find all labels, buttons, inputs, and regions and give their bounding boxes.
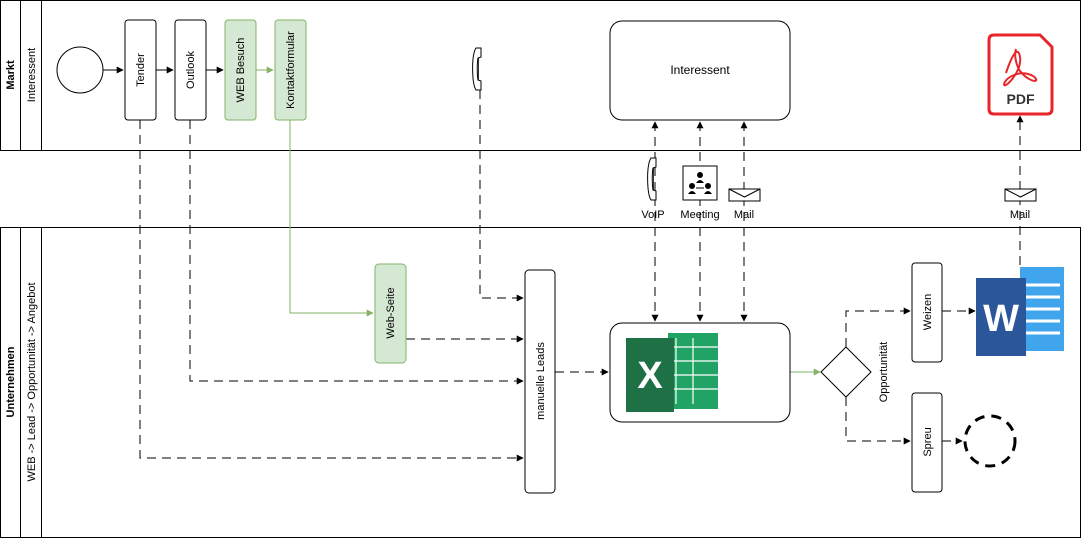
- task-outlook-label: Outlook: [185, 51, 197, 89]
- voip-label: VoIP: [641, 209, 664, 221]
- edge-kontakt-webseite: [289, 120, 374, 317]
- gateway-opportunitaet-label: Opportunität: [878, 342, 890, 403]
- meeting-label: Meeting: [680, 209, 719, 221]
- task-web-seite-label: Web-Seite: [385, 287, 397, 338]
- mail-icon-1: [728, 188, 761, 202]
- task-outlook[interactable]: Outlook: [174, 19, 207, 121]
- word-icon: W: [976, 267, 1064, 356]
- excel-box[interactable]: X: [609, 322, 791, 423]
- interessent-label: Interessent: [670, 63, 730, 77]
- mail-icon-2: [1004, 188, 1037, 202]
- task-tender-label: Tender: [135, 53, 147, 87]
- task-manuelle-leads[interactable]: manuelle Leads: [524, 269, 556, 494]
- edge-tender-leads: [139, 120, 524, 462]
- voip-phone-icon: [647, 157, 657, 201]
- lane-title-web-lead-angebot: WEB -> Lead -> Opportunität -> Angebot: [26, 282, 38, 481]
- end-event: [963, 414, 1017, 468]
- mail-label-2: Mail: [1010, 209, 1030, 221]
- pdf-label: PDF: [1007, 91, 1035, 107]
- edge-outlook-leads: [189, 120, 524, 385]
- task-spreu[interactable]: Spreu: [911, 392, 943, 493]
- task-kontaktformular[interactable]: Kontaktformular: [274, 19, 307, 121]
- edge-gateway-weizen: [845, 307, 911, 347]
- excel-icon: X: [626, 333, 718, 412]
- lane-title-interessent: Interessent: [26, 48, 38, 102]
- edges: [103, 66, 1024, 462]
- task-web-seite[interactable]: Web-Seite: [374, 263, 407, 364]
- task-manuelle-leads-label: manuelle Leads: [535, 342, 547, 420]
- pool-title-markt: Markt: [5, 60, 17, 90]
- task-weizen[interactable]: Weizen: [911, 262, 943, 363]
- word-letter: W: [983, 298, 1019, 340]
- start-event: [56, 46, 104, 94]
- task-spreu-label: Spreu: [922, 427, 934, 456]
- task-weizen-label: Weizen: [922, 294, 934, 330]
- pdf-icon: PDF: [987, 33, 1054, 116]
- pool-title-unternehmen: Unternehmen: [5, 346, 17, 417]
- mail-label-1: Mail: [734, 209, 754, 221]
- excel-letter: X: [637, 355, 663, 397]
- task-kontaktformular-label: Kontaktformular: [285, 31, 297, 109]
- meeting-icon: [682, 165, 718, 201]
- task-web-besuch-label: WEB Besuch: [235, 38, 247, 103]
- task-web-besuch[interactable]: WEB Besuch: [224, 19, 257, 121]
- interessent-box[interactable]: Interessent: [609, 20, 791, 121]
- phone-icon: [472, 47, 482, 91]
- gateway-opportunitaet[interactable]: [820, 346, 872, 398]
- task-tender[interactable]: Tender: [124, 19, 157, 121]
- pool-markt: Markt Interessent: [0, 0, 1081, 151]
